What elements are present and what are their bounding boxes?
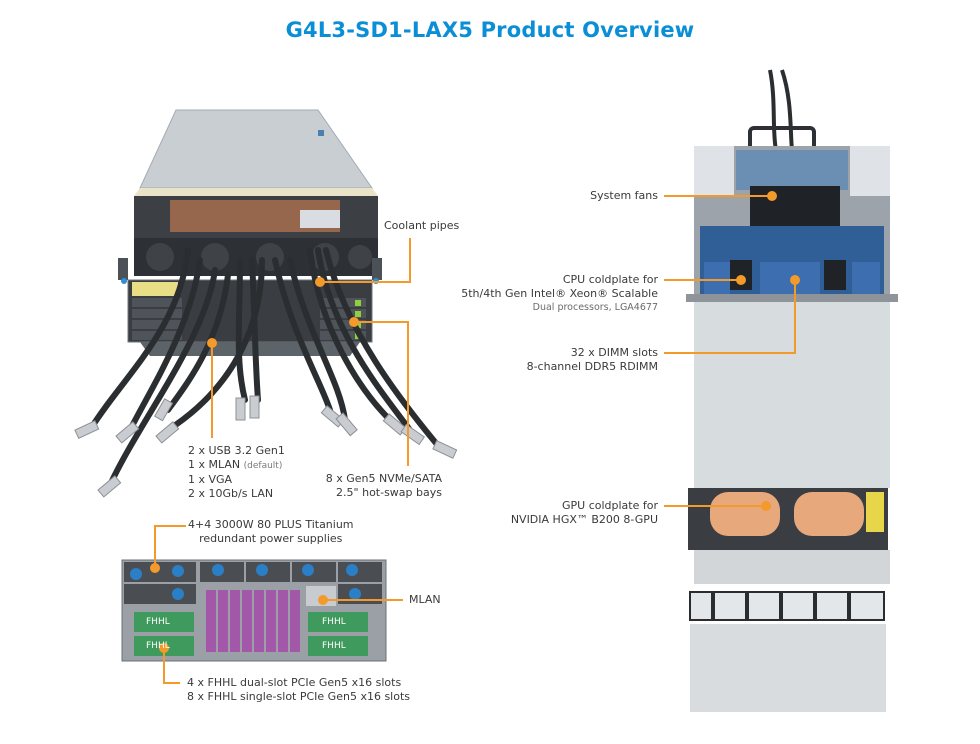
top-view-image <box>686 69 898 712</box>
callout-line-cpu <box>664 279 741 281</box>
drive-bays-label: 8 x Gen5 NVMe/SATA 2.5" hot-swap bays <box>325 472 442 499</box>
psu-label: 4+4 3000W 80 PLUS Titanium redundant pow… <box>188 518 354 545</box>
callout-dot-cpu <box>736 275 746 285</box>
system-fans-label: System fans <box>590 189 658 202</box>
callout-dot-io <box>207 338 217 348</box>
callout-dot-psu <box>150 563 160 573</box>
callout-dot-coolant <box>315 277 325 287</box>
callout-line-dimm <box>664 352 796 354</box>
front-view-image <box>74 109 458 498</box>
gpu-coldplate-label: GPU coldplate for NVIDIA HGX™ B200 8-GPU <box>510 499 658 526</box>
io-port-usb: 2 x USB 3.2 Gen1 <box>188 444 285 457</box>
callout-dot-pcie <box>159 643 169 653</box>
callout-line-psu-h <box>154 525 186 527</box>
callout-dot-gpu <box>761 501 771 511</box>
callout-dot-fans <box>767 191 777 201</box>
slot-label: FHHL <box>146 617 170 627</box>
slot-label: FHHL <box>322 641 346 651</box>
slot-label: FHHL <box>322 617 346 627</box>
callout-line-coolant-h <box>320 281 411 283</box>
callout-line-gpu <box>664 505 766 507</box>
slot-label: FHHL <box>146 641 170 651</box>
io-port-mlan: 1 x MLAN (default) <box>188 458 283 471</box>
callout-line-psu <box>154 525 156 568</box>
callout-line-coolant <box>409 238 411 282</box>
page-title: G4L3-SD1-LAX5 Product Overview <box>285 18 695 42</box>
pcie-slots-label: 4 x FHHL dual-slot PCIe Gen5 x16 slots 8… <box>187 676 411 703</box>
mlan-label: MLAN <box>409 593 441 606</box>
callout-line-drives <box>407 321 409 466</box>
callout-line-dimm-v <box>794 280 796 354</box>
dimm-slots-label: 32 x DIMM slots 8-channel DDR5 RDIMM <box>526 346 658 373</box>
callout-line-drives-h <box>354 321 408 323</box>
coolant-pipes-label: Coolant pipes <box>384 219 460 232</box>
callout-line-mlan <box>323 599 403 601</box>
callout-line-fans <box>664 195 772 197</box>
io-ports-label: 2 x USB 3.2 Gen1 1 x MLAN (default) 1 x … <box>188 444 285 501</box>
callout-dot-dimm <box>790 275 800 285</box>
callout-line-pcie-h <box>163 682 180 684</box>
io-port-lan: 2 x 10Gb/s LAN <box>188 487 274 500</box>
callout-line-io <box>211 343 213 438</box>
callout-dot-mlan <box>318 595 328 605</box>
io-port-vga: 1 x VGA <box>188 473 233 486</box>
cpu-coldplate-label: CPU coldplate for 5th/4th Gen Intel® Xeo… <box>461 273 658 313</box>
callout-dot-drives <box>349 317 359 327</box>
callout-line-pcie <box>163 648 165 683</box>
